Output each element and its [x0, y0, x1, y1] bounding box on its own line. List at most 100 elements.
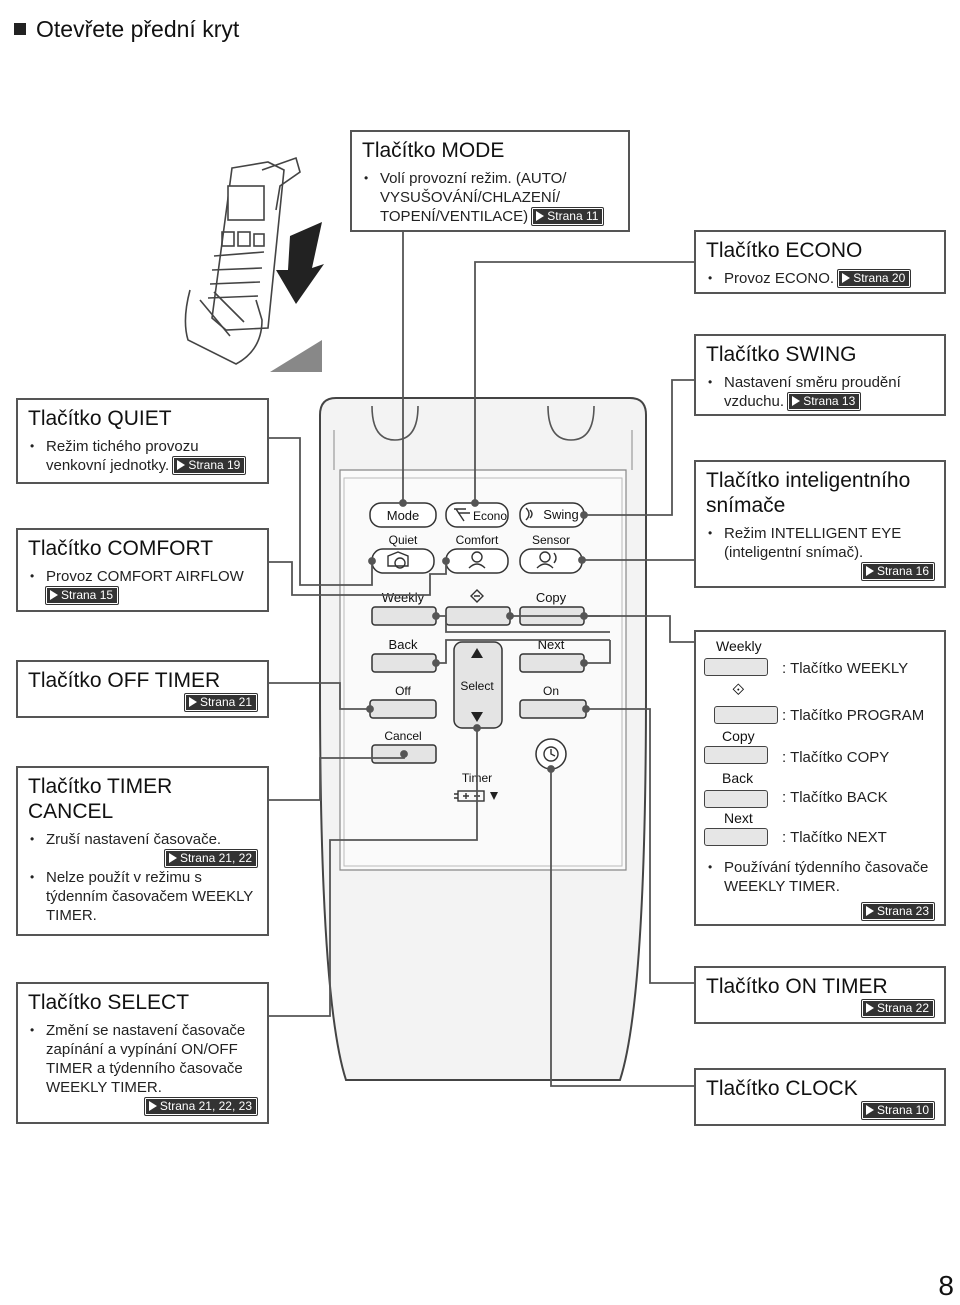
remote-label-off: Off	[395, 684, 411, 698]
swing-ref: Strana 13	[787, 392, 862, 411]
timer-cancel-box: Tlačítko TIMER CANCEL Zruší nastavení ča…	[16, 766, 269, 936]
quiet-desc: Režim tichého provozu venkovní jednotky.…	[28, 437, 257, 475]
sensor-box: Tlačítko inteligentního snímače Režim IN…	[694, 460, 946, 588]
weekly-desc: Používání týdenního časovače WEEKLY TIME…	[706, 858, 938, 896]
comfort-desc: Provoz COMFORT AIRFLOW Strana 15	[28, 567, 257, 605]
remote-label-quiet: Quiet	[389, 533, 418, 547]
remote-label-mode: Mode	[387, 508, 420, 523]
legend-key-next: Next	[724, 810, 753, 826]
play-icon	[50, 590, 58, 600]
legend-key-weekly: Weekly	[716, 638, 762, 654]
mode-title: Tlačítko MODE	[362, 139, 505, 162]
sensor-button-shape	[519, 548, 583, 574]
play-icon	[536, 211, 545, 221]
sensor-ref: Strana 16	[860, 562, 936, 581]
play-icon	[168, 853, 177, 863]
remote-label-back: Back	[389, 637, 418, 652]
quiet-ref: Strana 19	[172, 456, 247, 475]
on-timer-box: Tlačítko ON TIMER Strana 22	[694, 966, 946, 1024]
off-timer-title: Tlačítko OFF TIMER	[28, 669, 221, 692]
legend-desc-copy: : Tlačítko COPY	[782, 749, 890, 766]
remote-buttons	[369, 502, 587, 770]
play-icon	[148, 1101, 157, 1111]
remote-label-swing: Swing	[543, 507, 578, 522]
back-button-shape	[371, 653, 437, 673]
legend-key-copy: Copy	[722, 728, 755, 744]
remote-label-on: On	[543, 684, 559, 698]
clock-box: Tlačítko CLOCK Strana 10	[694, 1068, 946, 1126]
quiet-box: Tlačítko QUIET Režim tichého provozu ven…	[16, 398, 269, 484]
timer-cancel-ref: Strana 21, 22	[163, 849, 259, 868]
swing-desc: Nastavení směru proudění vzduchu. Strana…	[706, 373, 934, 411]
clock-title: Tlačítko CLOCK	[706, 1077, 858, 1100]
play-icon	[865, 1003, 874, 1013]
econo-desc: Provoz ECONO. Strana 20	[706, 269, 934, 288]
weekly-button-shape	[371, 606, 437, 626]
page-number: 8	[938, 1270, 954, 1301]
play-icon	[792, 396, 801, 406]
leader-lines	[269, 232, 694, 1087]
play-icon	[842, 273, 851, 283]
legend-desc-back: : Tlačítko BACK	[782, 789, 888, 806]
legend-desc-program: : Tlačítko PROGRAM	[782, 707, 925, 724]
legend-btn-program	[714, 706, 778, 724]
timer-cancel-desc-2: Nelze použít v režimu s týdenním časovač…	[28, 868, 257, 925]
play-icon	[865, 1105, 874, 1115]
select-box: Tlačítko SELECT Změní se nastavení časov…	[16, 982, 269, 1124]
off-timer-box: Tlačítko OFF TIMER Strana 21	[16, 660, 269, 718]
legend-btn-next	[704, 828, 768, 846]
remote-label-econo: Econo	[473, 509, 507, 523]
select-desc: Změní se nastavení časovače zapínání a v…	[28, 1021, 257, 1097]
on-timer-title: Tlačítko ON TIMER	[706, 975, 888, 998]
off-timer-ref: Strana 21	[183, 693, 259, 712]
comfort-title: Tlačítko COMFORT	[28, 537, 214, 560]
mode-box: Tlačítko MODE Volí provozní režim. (AUTO…	[350, 130, 630, 232]
remote-label-sensor: Sensor	[532, 533, 570, 547]
on-button-shape	[519, 699, 587, 719]
play-icon	[865, 906, 874, 916]
sensor-title: Tlačítko inteligentního snímače	[706, 469, 911, 517]
next-button-shape	[519, 653, 585, 673]
clock-ref: Strana 10	[860, 1101, 936, 1120]
select-ref: Strana 21, 22, 23	[143, 1097, 259, 1116]
weekly-ref: Strana 23	[860, 902, 936, 921]
arrow-down-icon	[276, 222, 324, 304]
econo-ref: Strana 20	[837, 269, 912, 288]
remote-label-comfort: Comfort	[456, 533, 499, 547]
play-icon	[177, 460, 186, 470]
play-icon	[865, 566, 874, 576]
swing-box: Tlačítko SWING Nastavení směru proudění …	[694, 334, 946, 416]
remote-body	[319, 397, 647, 1081]
remote-label-cancel: Cancel	[384, 729, 421, 743]
off-button-shape	[369, 699, 437, 719]
program-button-shape	[445, 606, 511, 626]
legend-desc-next: : Tlačítko NEXT	[782, 829, 887, 846]
mode-desc: Volí provozní režim. (AUTO/ VYSUŠOVÁNÍ/C…	[362, 169, 618, 226]
sensor-desc: Režim INTELLIGENT EYE (inteligentní sním…	[706, 524, 934, 562]
on-timer-ref: Strana 22	[860, 999, 936, 1018]
mode-ref: Strana 11	[531, 207, 605, 226]
quiet-button-shape	[371, 548, 435, 574]
quiet-title: Tlačítko QUIET	[28, 407, 172, 430]
econo-box: Tlačítko ECONO Provoz ECONO. Strana 20	[694, 230, 946, 294]
legend-key-back: Back	[722, 770, 754, 786]
bullet-square-icon	[14, 23, 26, 35]
econo-title: Tlačítko ECONO	[706, 239, 863, 262]
legend-btn-back	[704, 790, 768, 808]
page-header: Otevřete přední kryt	[14, 16, 239, 43]
legend-btn-copy	[704, 746, 768, 764]
swing-title: Tlačítko SWING	[706, 343, 857, 366]
page-title: Otevřete přední kryt	[36, 16, 240, 42]
comfort-box: Tlačítko COMFORT Provoz COMFORT AIRFLOW …	[16, 528, 269, 612]
timer-cancel-title: Tlačítko TIMER CANCEL	[28, 775, 173, 823]
weekly-box: Weekly : Tlačítko WEEKLY ⟐ : Tlačítko PR…	[694, 630, 946, 926]
timer-cancel-desc-1: Zruší nastavení časovače.	[28, 830, 257, 849]
remote-label-select: Select	[460, 679, 494, 693]
program-icon: ⟐	[732, 682, 745, 699]
triangle-marker-icon	[270, 340, 322, 372]
play-icon	[188, 697, 197, 707]
comfort-ref: Strana 15	[44, 586, 120, 605]
select-title: Tlačítko SELECT	[28, 991, 190, 1014]
legend-btn-weekly	[704, 658, 768, 676]
